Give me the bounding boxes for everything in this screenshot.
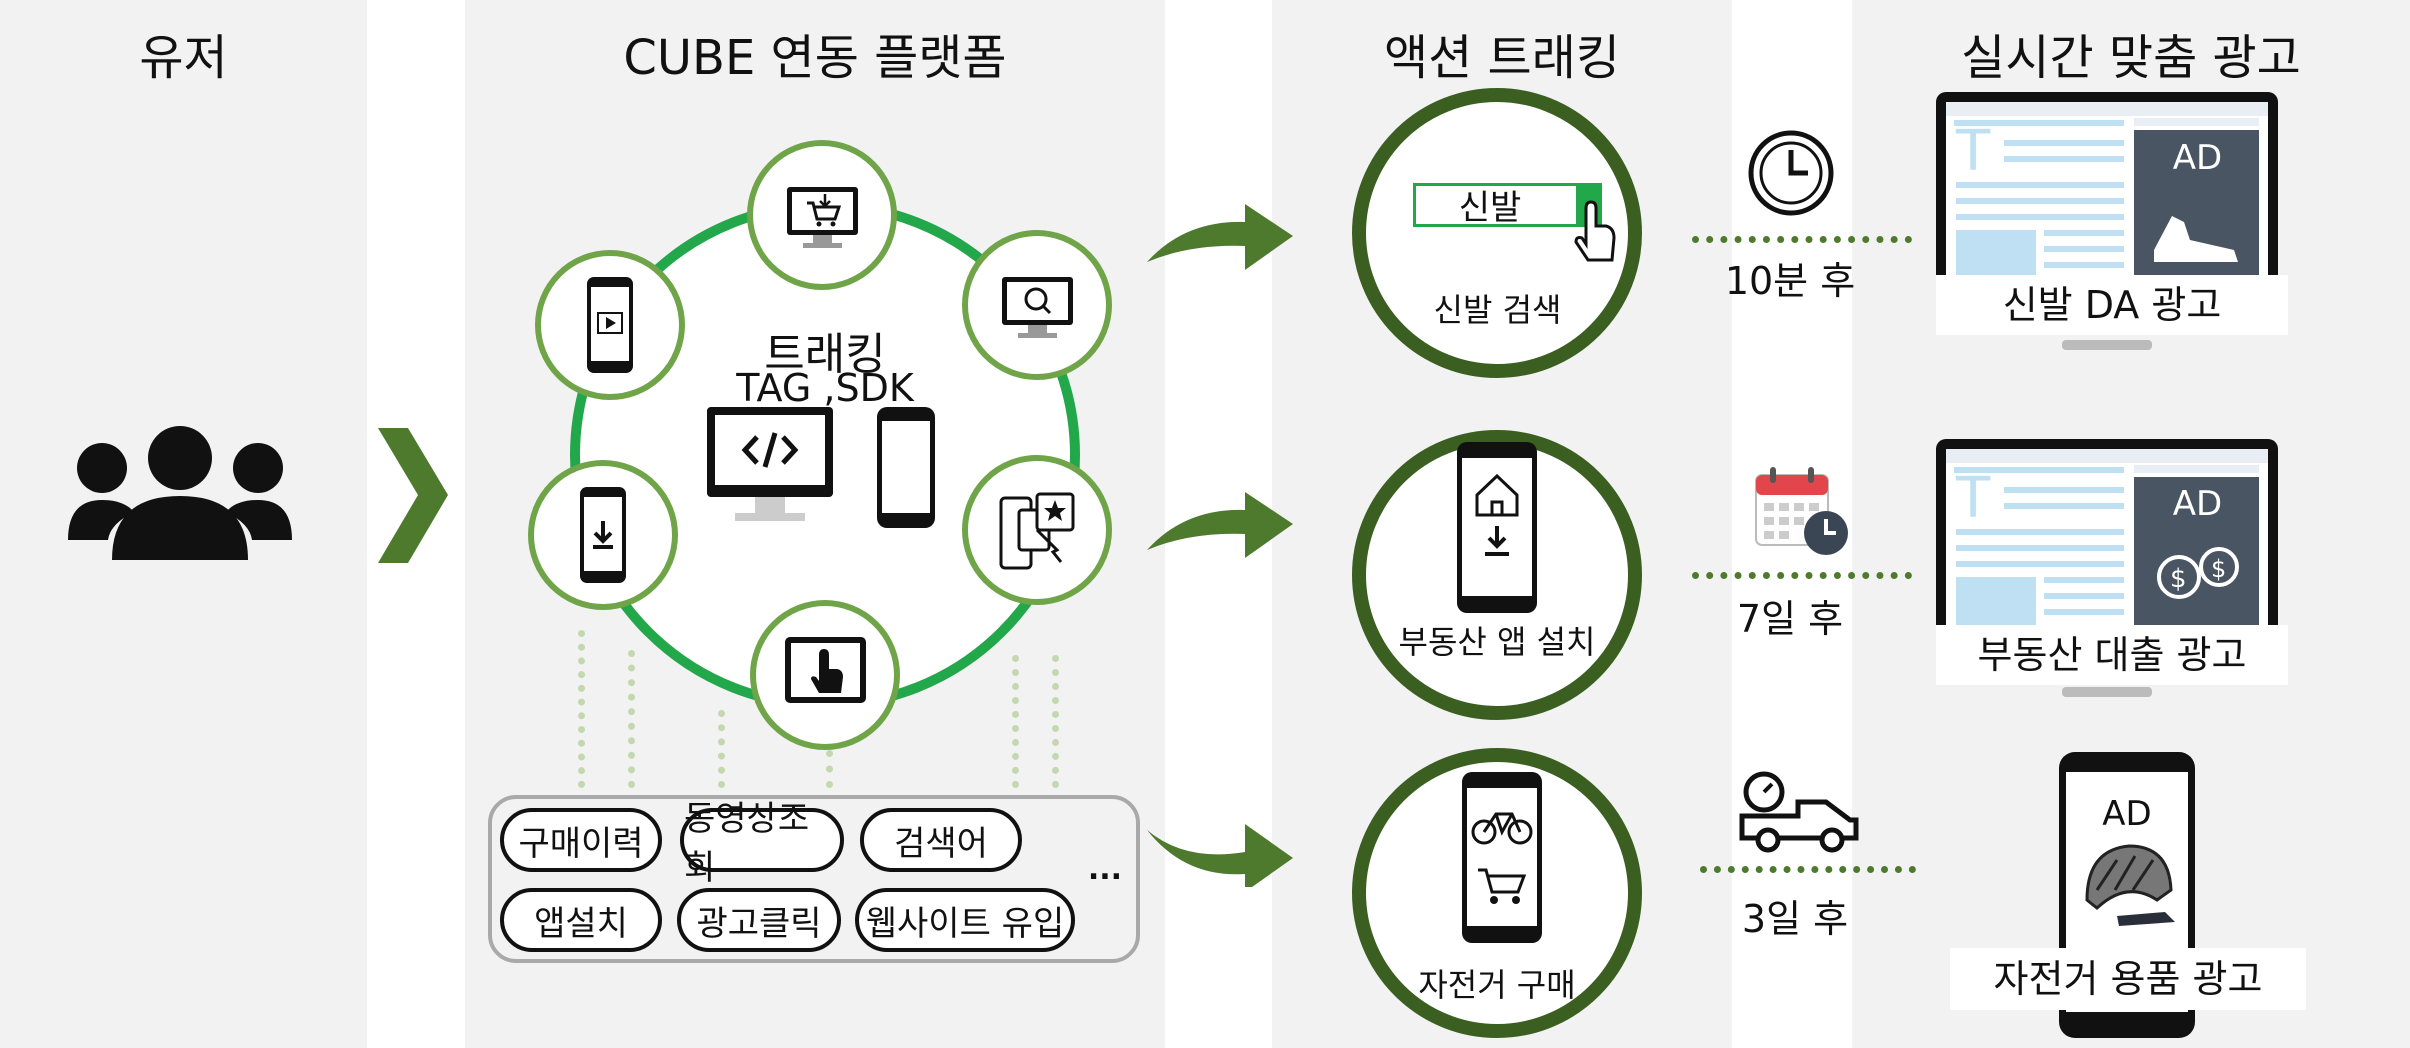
ad-caption-bike-gear: 자전거 용품 광고 [1950, 948, 2306, 1010]
connector-line [718, 710, 725, 788]
data-item-video-view: 동영상조회 [680, 799, 844, 888]
svg-text:$: $ [2211, 555, 2226, 583]
satellite-ad-click [962, 455, 1112, 605]
calendar-clock-icon [1755, 467, 1848, 555]
flow-chevron-icon [378, 428, 448, 563]
ad-caption-loan: 부동산 대출 광고 [1936, 625, 2288, 685]
delay-line [1692, 572, 1912, 579]
connector-line [1012, 655, 1019, 788]
data-item-website-visit: 웹사이트 유입 [855, 888, 1075, 952]
smartphone-icon [877, 407, 935, 528]
shoe-ad-monitor-icon: T [1936, 92, 2278, 350]
ad-caption-shoe: 신발 DA 광고 [1936, 275, 2288, 335]
search-box [1413, 183, 1581, 227]
ad-cards-icon [999, 492, 1075, 570]
search-monitor-icon [1002, 277, 1073, 338]
code-monitor-icon [707, 407, 833, 521]
connector-line [628, 650, 635, 788]
data-item-search-term: 검색어 [860, 808, 1022, 872]
arrow-to-purchase-icon [1147, 824, 1293, 887]
delay-label-7days: 7일 후 [1736, 597, 1844, 641]
data-item-ad-click: 광고클릭 [677, 888, 841, 952]
connector-line [578, 630, 585, 788]
satellite-touch [750, 600, 900, 750]
search-box-text: 신발 [1458, 188, 1522, 228]
tracking-label-shoe-search: 신발 검색 [1433, 291, 1562, 329]
arrow-to-install-icon [1147, 492, 1293, 558]
more-items: ... [1087, 852, 1123, 887]
delay-line [1700, 866, 1916, 873]
video-phone-icon [587, 277, 633, 373]
tracking-label-realestate-install: 부동산 앱 설치 [1398, 623, 1596, 661]
user-column-title: 유저 [139, 30, 228, 86]
touch-tablet-icon [785, 637, 866, 703]
tracking-center-title: 트래킹 [764, 329, 886, 380]
data-item-app-install: 앱설치 [500, 888, 662, 952]
shopping-monitor-icon [787, 187, 858, 248]
home-download-phone-icon [1457, 442, 1537, 613]
connector-line [826, 750, 833, 788]
loan-ad-tag: AD [2172, 484, 2223, 524]
delivery-truck-icon [1739, 771, 1859, 853]
delay-label-3days: 3일 후 [1741, 897, 1849, 941]
delay-label-10min: 10분 후 [1724, 259, 1856, 303]
arrow-to-search-icon [1147, 204, 1293, 270]
download-phone-icon [580, 487, 626, 583]
users-icon [68, 426, 292, 560]
tracking-label-bike-purchase: 자전거 구매 [1418, 966, 1576, 1004]
ads-column-title: 실시간 맞춤 광고 [1961, 30, 2301, 86]
data-item-purchase: 구매이력 [500, 808, 662, 872]
svg-text:T: T [1955, 466, 1991, 531]
svg-text:T: T [1955, 119, 1991, 184]
tracking-column-title: 액션 트래킹 [1383, 30, 1621, 86]
shoe-ad-tag: AD [2172, 138, 2223, 178]
tracking-center-subtitle: TAG ,SDK [736, 366, 914, 410]
delay-line [1692, 236, 1912, 243]
clock-icon [1748, 130, 1834, 216]
svg-text:$: $ [2170, 564, 2187, 594]
hand-cursor-icon [1574, 200, 1616, 262]
bike-cart-phone-icon [1462, 772, 1542, 943]
connector-line [1052, 655, 1059, 788]
platform-column-title: CUBE 연동 플랫폼 [623, 30, 1007, 86]
bike-gear-ad-tag: AD [2102, 794, 2152, 834]
